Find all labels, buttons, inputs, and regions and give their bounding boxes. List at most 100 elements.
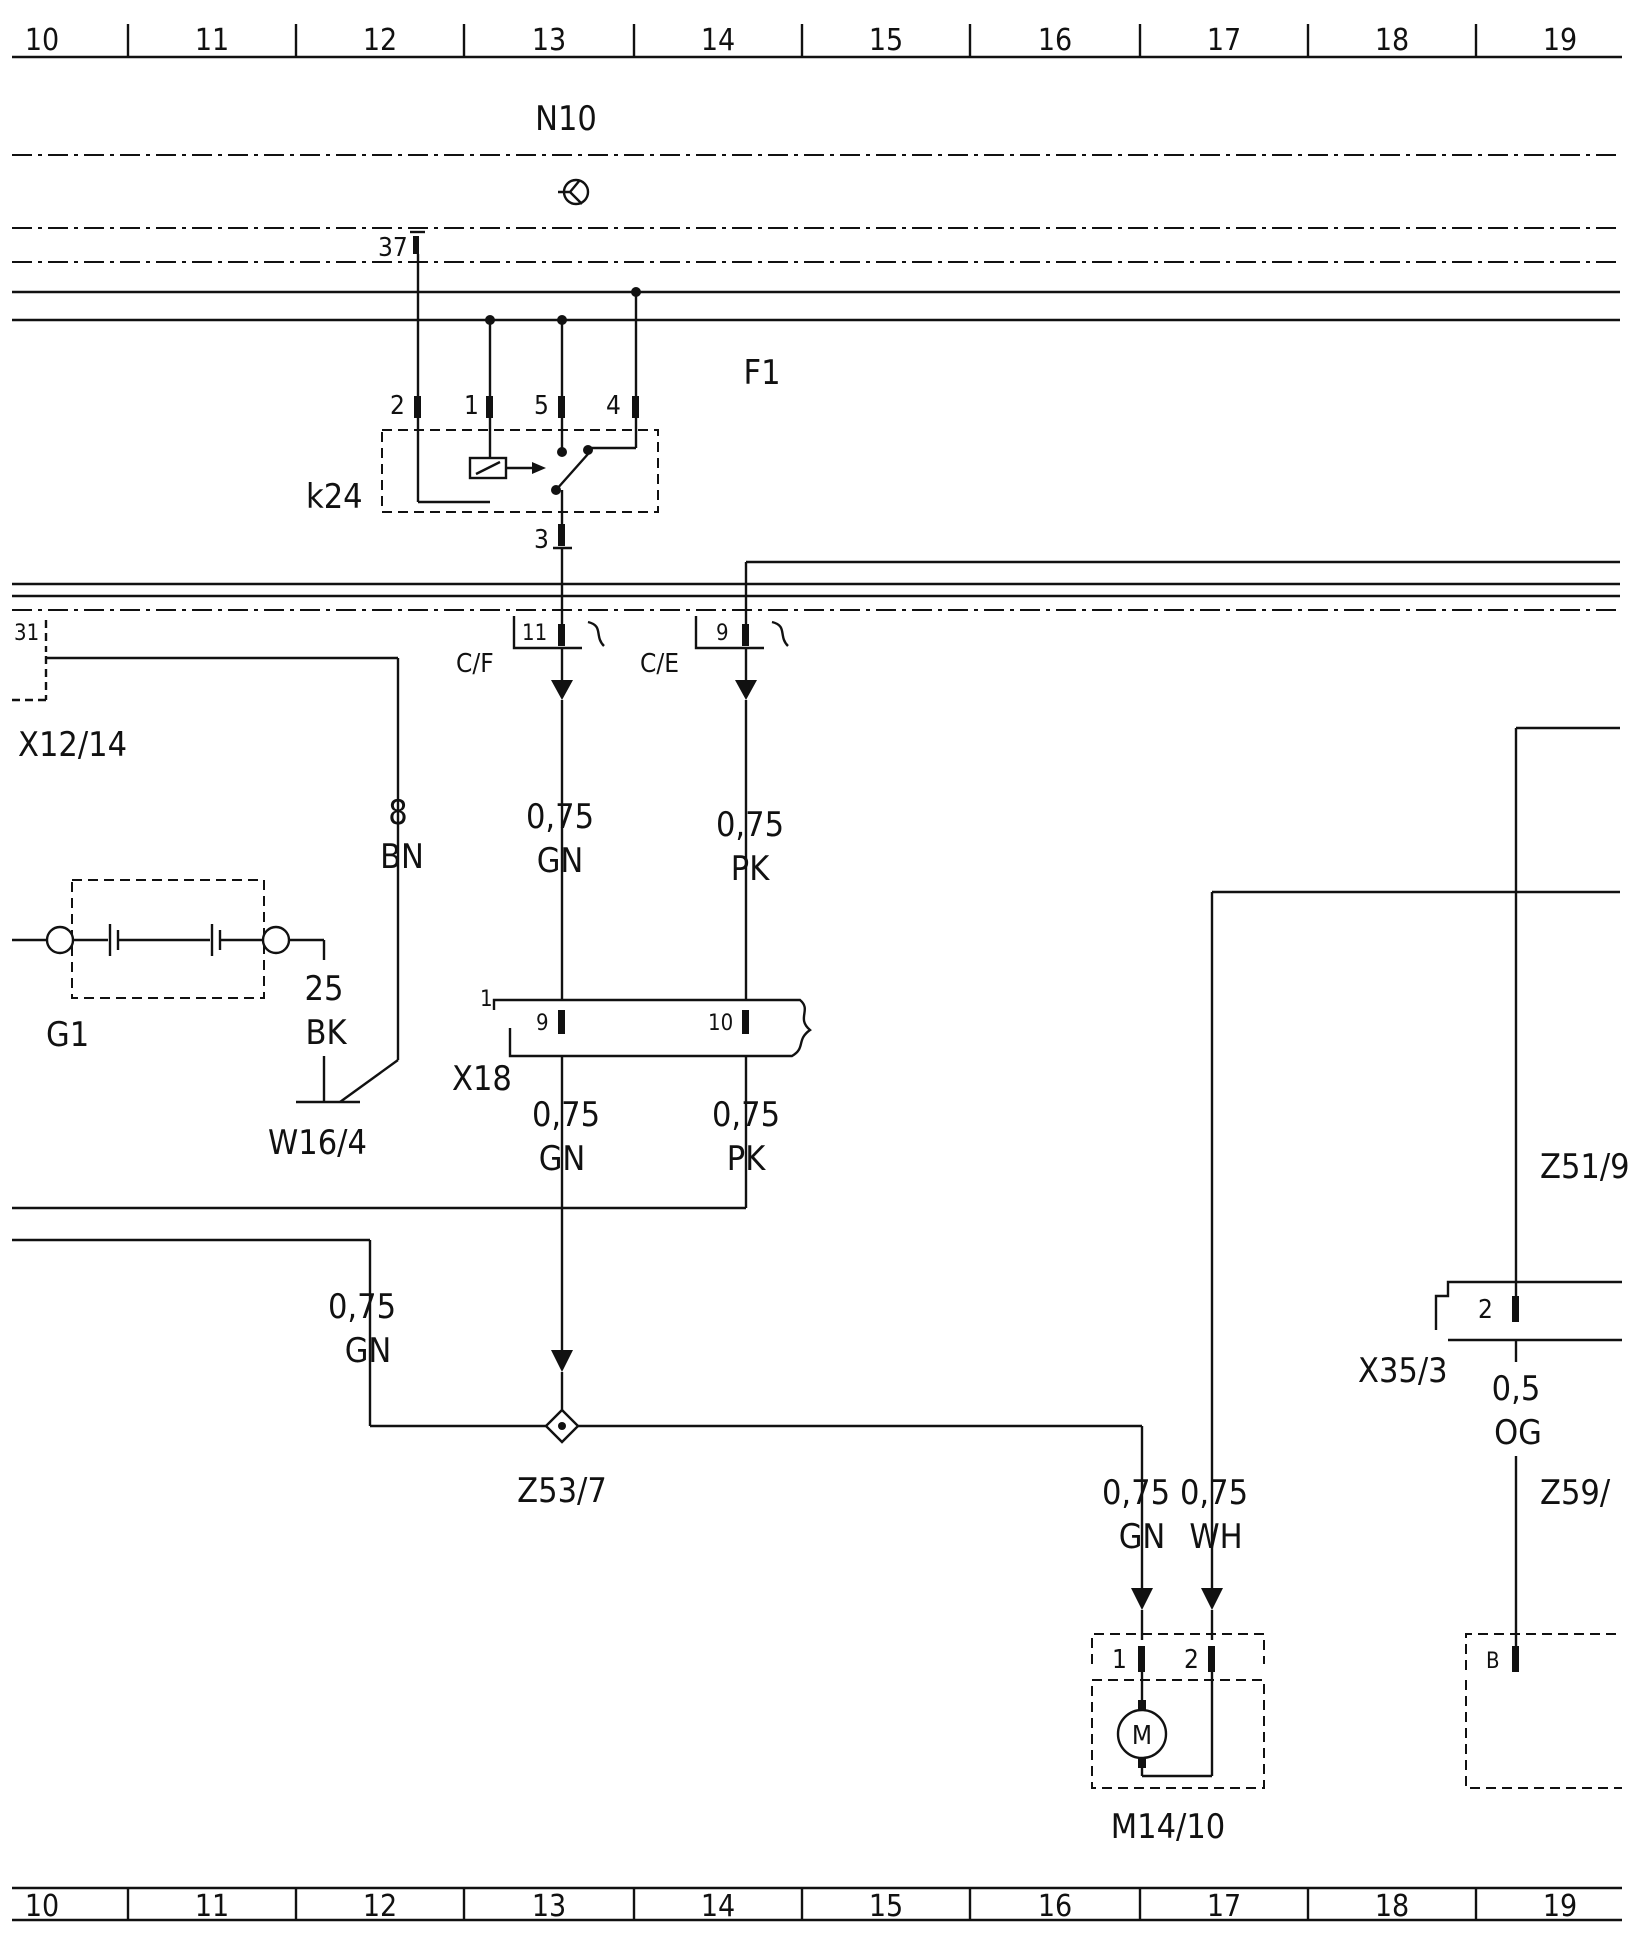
cf-pin-11: 11 (522, 621, 547, 646)
cf-connector-label: C/F (456, 649, 494, 679)
ce-pin-9-terminal (742, 624, 749, 646)
k24-pin-1: 1 (464, 391, 479, 421)
x18-pin-10-terminal (742, 1010, 749, 1034)
m-gn-wire-size: 0,75 (1102, 1473, 1170, 1513)
x18-connector-shell (492, 998, 812, 1058)
ruler-bottom-18: 18 (1375, 1889, 1409, 1924)
k24-pin-5-terminal (558, 396, 565, 418)
m-gn-arrow-icon (1131, 1588, 1153, 1610)
g1-label: G1 (46, 1015, 89, 1055)
ruler-top-12: 12 (363, 23, 397, 58)
z51-label: Z51/9 (1540, 1147, 1630, 1187)
x18-pin-9-terminal (558, 1010, 565, 1034)
z53-arrow-icon (551, 1350, 573, 1372)
ruler-bottom-19: 19 (1543, 1889, 1577, 1924)
z59-pin-b: B (1486, 1649, 1500, 1674)
x12-14-pin-31: 31 (14, 621, 39, 646)
x18-gn-wire-size: 0,75 (532, 1095, 600, 1135)
m-wh-wire-size: 0,75 (1180, 1473, 1248, 1513)
ruler-bottom-15: 15 (869, 1889, 903, 1924)
f1-label: F1 (743, 353, 780, 393)
ruler-bottom-16: 16 (1038, 1889, 1072, 1924)
ce-arrow-icon (735, 680, 757, 700)
m14-10-motor-box (1091, 1679, 1265, 1789)
m14-10-pin-2: 2 (1184, 1645, 1199, 1675)
top-ruler: 10 11 12 13 14 15 16 17 18 19 (12, 23, 1622, 59)
ruler-bottom-11: 11 (195, 1889, 229, 1924)
ruler-top-10: 10 (25, 23, 59, 58)
n10-label: N10 (535, 99, 597, 139)
ruler-bottom-12: 12 (363, 1889, 397, 1924)
z59-component-box (1465, 1680, 1622, 1789)
left-gn-wire-size: 0,75 (328, 1287, 396, 1327)
x35-3-pin-2-terminal (1512, 1296, 1519, 1322)
ruler-top-11: 11 (195, 23, 229, 58)
w16-4-ground-label: W16/4 (268, 1123, 367, 1163)
x18-pin-10: 10 (708, 1011, 733, 1036)
m14-10-pin-1: 1 (1112, 1645, 1127, 1675)
x12-14-label: X12/14 (18, 725, 127, 765)
x18-label: X18 (452, 1059, 512, 1099)
ruler-top-13: 13 (532, 23, 566, 58)
x18-pin-1: 1 (480, 987, 493, 1012)
ce-wire-size: 0,75 (716, 805, 784, 845)
m14-10-label: M14/10 (1111, 1807, 1226, 1847)
m-gn-wire-color: GN (1119, 1517, 1166, 1557)
m14-10-connector-box (1091, 1633, 1265, 1664)
m14-10-pin-1-terminal (1138, 1646, 1145, 1672)
ruler-top-19: 19 (1543, 23, 1577, 58)
cf-pin-11-terminal (558, 624, 565, 646)
x18-pk-wire-color: PK (727, 1139, 766, 1179)
k24-pin-1-terminal (486, 396, 493, 418)
x18-gn-wire-color: GN (539, 1139, 586, 1179)
k24-pin-4-terminal (632, 396, 639, 418)
w8-wire-color: BN (380, 837, 424, 877)
n10-symbol-icon (558, 178, 590, 206)
cf-wire-color: GN (537, 841, 584, 881)
ruler-top-16: 16 (1038, 23, 1072, 58)
z59-label: Z59/ (1540, 1473, 1611, 1513)
k24-pin-4: 4 (606, 391, 621, 421)
z53-7-splice-icon (544, 1408, 580, 1444)
ruler-bottom-17: 17 (1207, 1889, 1241, 1924)
x18-pk-wire-size: 0,75 (712, 1095, 780, 1135)
cf-arrow-icon (551, 680, 573, 700)
k24-pin-5: 5 (534, 391, 549, 421)
x35-3-pin-2: 2 (1478, 1295, 1493, 1325)
x35-og-wire-color: OG (1494, 1413, 1542, 1453)
k24-pin-3-terminal (558, 524, 565, 546)
ruler-top-17: 17 (1207, 23, 1241, 58)
bottom-ruler: 10 11 12 13 14 15 16 17 18 19 (12, 1886, 1622, 1924)
x35-3-label: X35/3 (1358, 1351, 1448, 1391)
cf-wire-size: 0,75 (526, 797, 594, 837)
m-wh-wire-color: WH (1189, 1517, 1242, 1557)
m-wh-arrow-icon (1201, 1588, 1223, 1610)
k24-pin-3: 3 (534, 525, 549, 555)
ruler-bottom-13: 13 (532, 1889, 566, 1924)
motor-symbol-label: M (1132, 1721, 1152, 1751)
x35-og-wire-size: 0,5 (1492, 1369, 1541, 1409)
m14-10-pin-2-terminal (1208, 1646, 1215, 1672)
z59-connector-box (1465, 1633, 1622, 1670)
w25-wire-color: BK (305, 1013, 347, 1053)
w25-wire-size: 25 (305, 969, 344, 1009)
battery-icon (12, 924, 326, 960)
relay-switch-icon (551, 418, 638, 530)
z59-pin-b-terminal (1512, 1646, 1519, 1672)
left-gn-wire-color: GN (345, 1331, 392, 1371)
ruler-top-18: 18 (1375, 23, 1409, 58)
n10-pin-37: 37 (378, 233, 408, 263)
w8-wire-size: 8 (388, 793, 407, 833)
k24-label: k24 (306, 477, 363, 517)
ruler-top-14: 14 (701, 23, 735, 58)
ruler-bottom-10: 10 (25, 1889, 59, 1924)
n10-pin-37-terminal (413, 236, 419, 254)
k24-pin-2-terminal (414, 396, 421, 418)
k24-pin-2: 2 (390, 391, 405, 421)
z53-7-label: Z53/7 (517, 1471, 607, 1511)
k24-relay-box (381, 429, 659, 513)
x35-3-connector-shell (1434, 1280, 1622, 1342)
relay-coil-icon (416, 418, 546, 504)
ce-pin-9: 9 (716, 621, 729, 646)
